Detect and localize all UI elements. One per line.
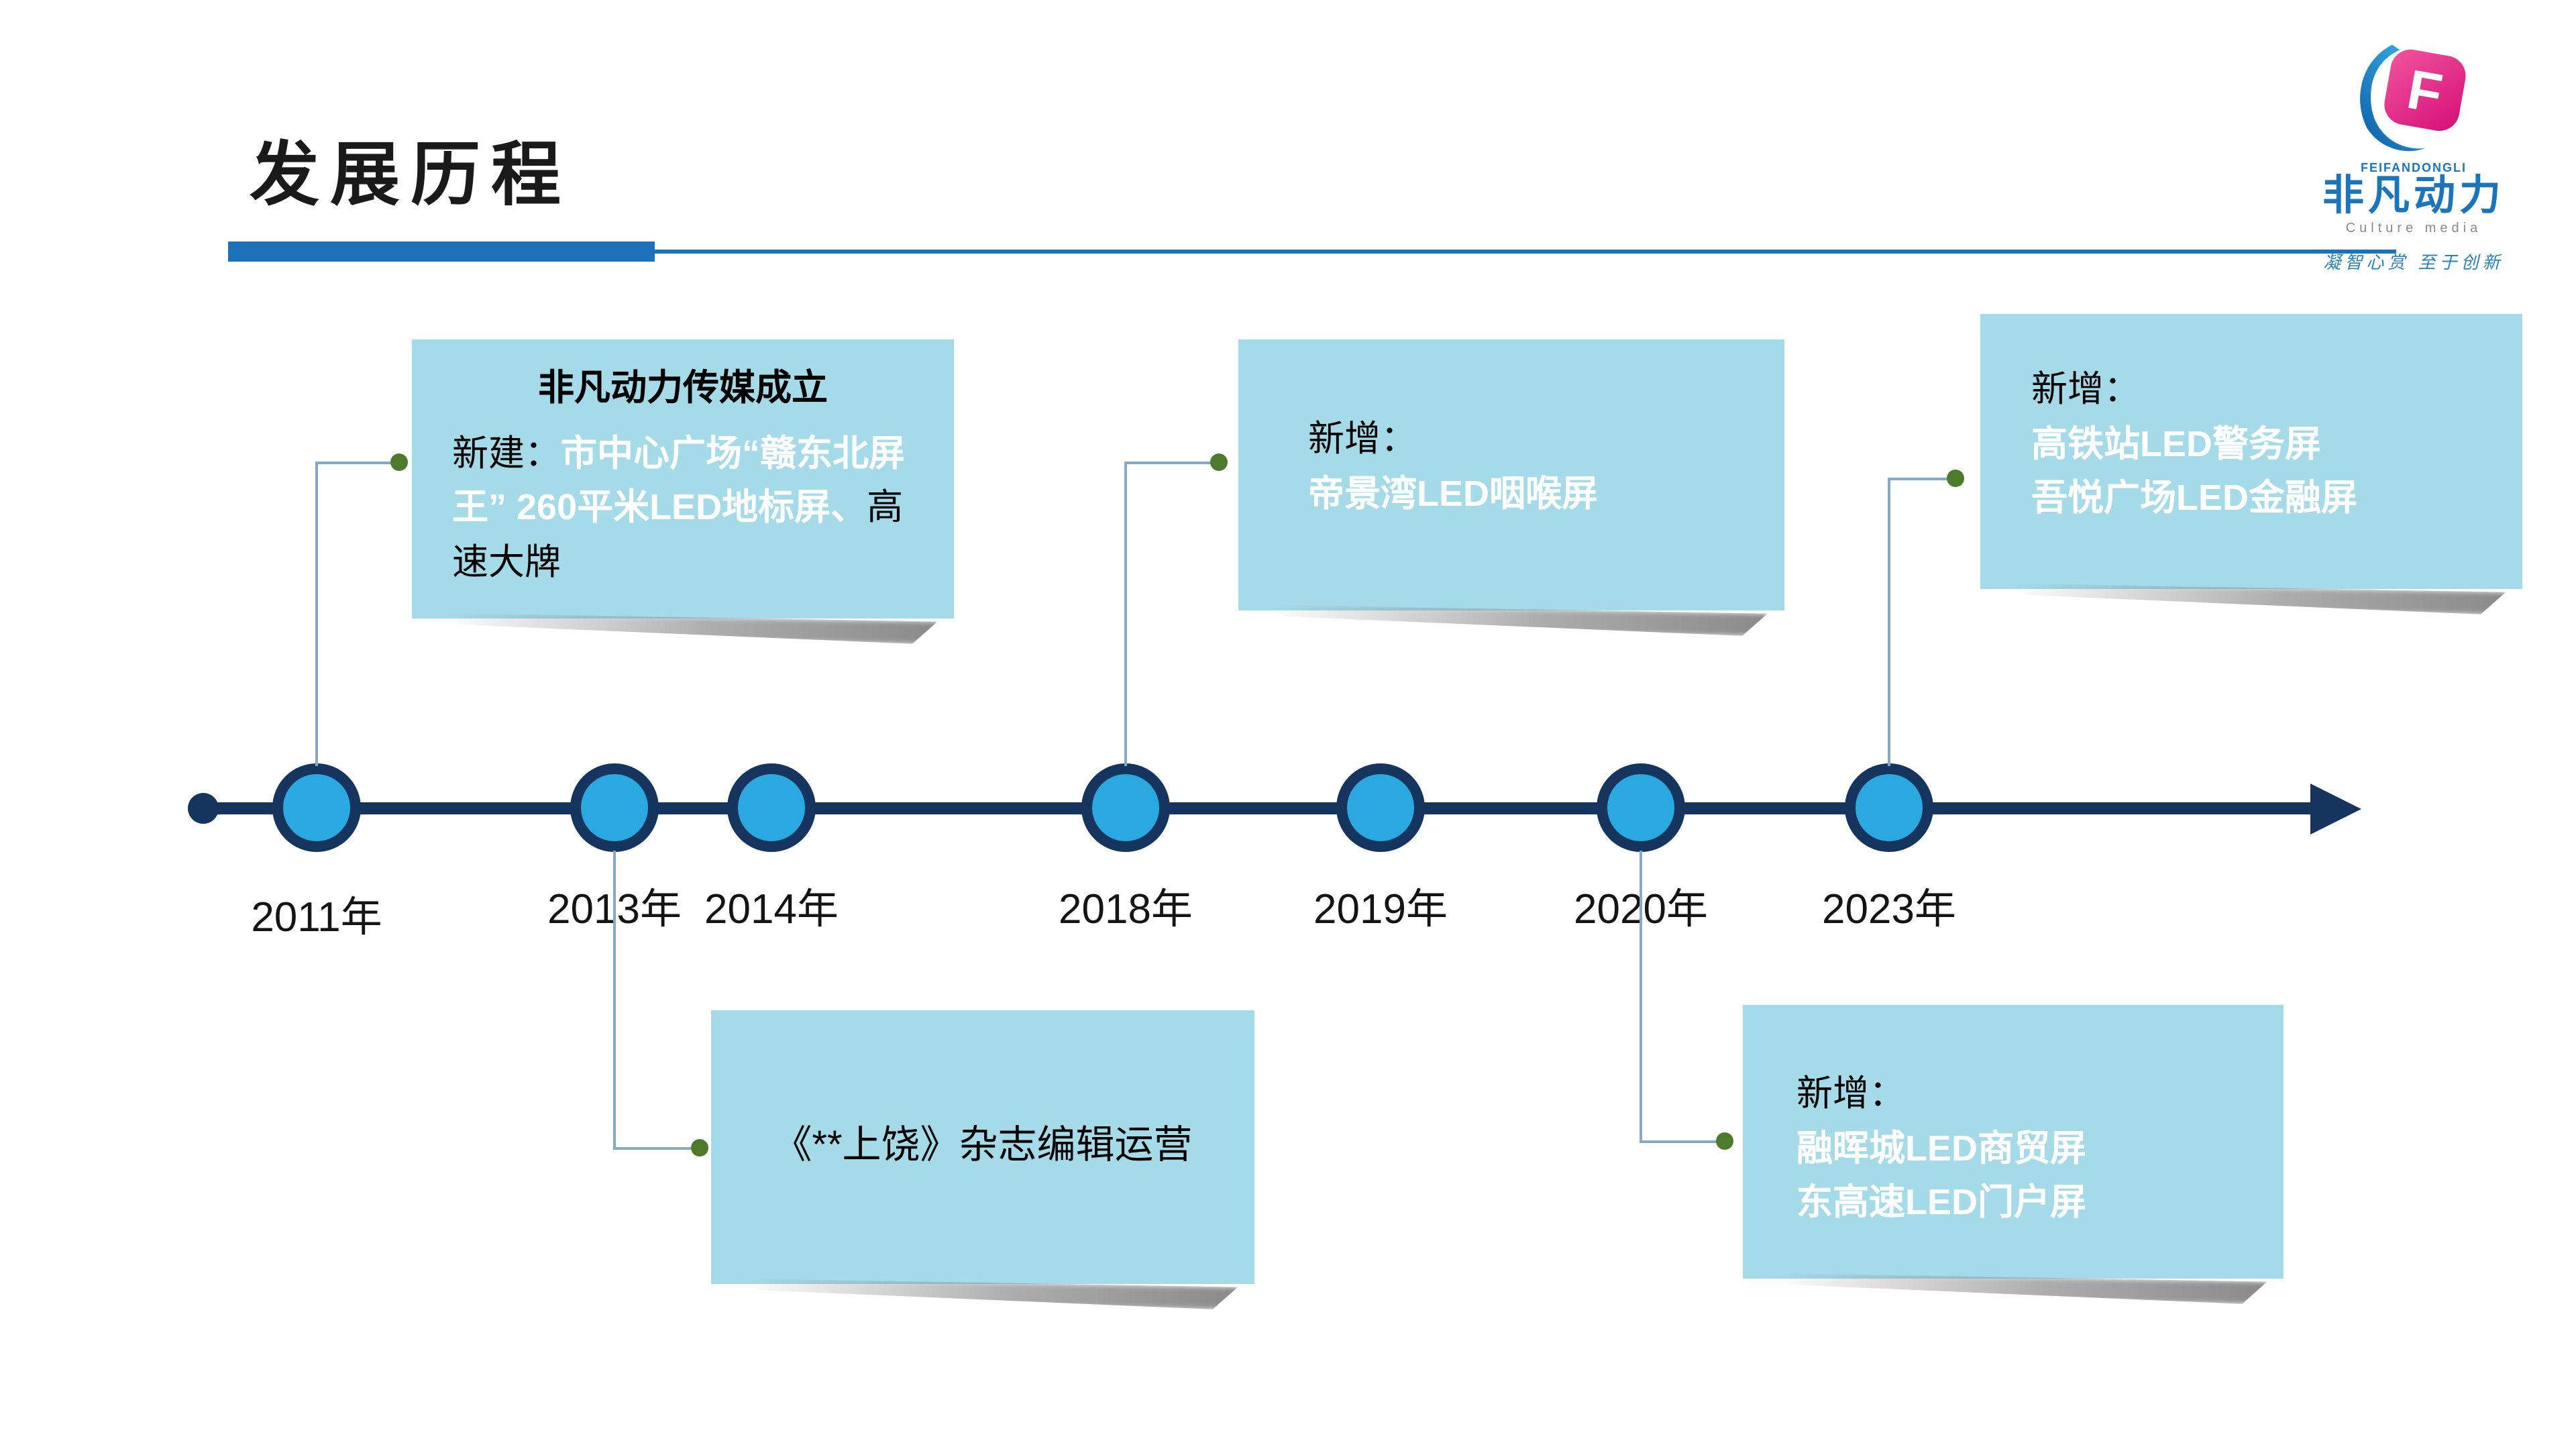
callout-2018-line1: 帝景湾LED咽喉屏 bbox=[1308, 473, 1598, 513]
connector-line bbox=[1124, 463, 1127, 766]
timeline-node-2020 bbox=[1597, 763, 1685, 852]
connector-line bbox=[1640, 1140, 1724, 1143]
year-label-2019: 2019年 bbox=[1313, 885, 1448, 932]
callout-2011-highlight: 市中心广场“赣东北屏王” 260平米LED地标屏、 bbox=[452, 433, 905, 527]
callout-2020: 新增： 融晖城LED商贸屏 东高速LED门户屏 bbox=[1743, 1005, 2284, 1279]
callout-2023: 新增： 高铁站LED警务屏 吾悦广场LED金融屏 bbox=[1980, 314, 2522, 589]
year-label-2014: 2014年 bbox=[704, 885, 839, 932]
brand-tagline: Culture media bbox=[2345, 221, 2482, 236]
callout-2018: 新增： 帝景湾LED咽喉屏 bbox=[1238, 339, 1784, 610]
callout-2013: 《**上饶》杂志编辑运营 bbox=[711, 1010, 1254, 1284]
timeline-node-2013 bbox=[570, 763, 659, 852]
connector-dot bbox=[390, 453, 408, 471]
callout-2023-line2: 吾悦广场LED金融屏 bbox=[2031, 478, 2357, 518]
connector-line bbox=[613, 1147, 699, 1150]
callout-2011-prefix: 新建： bbox=[452, 433, 561, 473]
timeline-node-2019 bbox=[1336, 763, 1425, 852]
brand-name-cn: 非凡动力 bbox=[2322, 172, 2505, 219]
timeline-node-2018 bbox=[1081, 763, 1170, 852]
connector-line bbox=[1888, 479, 1890, 766]
timeline-node-2023 bbox=[1845, 763, 1933, 852]
connector-line bbox=[315, 462, 398, 464]
callout-2020-line1: 融晖城LED商贸屏 bbox=[1796, 1128, 2086, 1168]
brand-name-en: FEIFANDONGLI bbox=[2361, 161, 2467, 174]
brand-slogan: 凝智心赏 至于创新 bbox=[2323, 252, 2504, 272]
timeline-node-2014 bbox=[727, 763, 816, 852]
connector-dot bbox=[1210, 453, 1228, 471]
year-label-2018: 2018年 bbox=[1059, 885, 1193, 932]
title-underline-rule bbox=[655, 250, 2396, 254]
connector-dot bbox=[1716, 1132, 1733, 1150]
callout-2011-suffix: 高速大牌 bbox=[452, 487, 904, 582]
callout-2023-line1: 高铁站LED警务屏 bbox=[2031, 423, 2321, 464]
brand-logo: F FEIFANDONGLI 非凡动力 Culture media 凝智心赏 至… bbox=[2300, 32, 2528, 273]
title-underline-accent bbox=[228, 241, 655, 262]
connector-dot bbox=[1947, 470, 1964, 487]
connector-line bbox=[1124, 462, 1218, 464]
callout-2011-body: 新建：市中心广场“赣东北屏王” 260平米LED地标屏、高速大牌 bbox=[452, 426, 914, 589]
year-label-2011: 2011年 bbox=[251, 894, 382, 941]
timeline-arrowhead-icon bbox=[2310, 784, 2361, 835]
callout-2018-prefix: 新增： bbox=[1308, 419, 1417, 459]
timeline-axis bbox=[204, 802, 2313, 814]
timeline-start-dot bbox=[188, 793, 219, 824]
callout-2020-line2: 东高速LED门户屏 bbox=[1796, 1182, 2086, 1222]
connector-line bbox=[315, 463, 318, 766]
page-title: 发展历程 bbox=[250, 137, 572, 215]
timeline-node-2011 bbox=[272, 763, 361, 852]
connector-line bbox=[1640, 851, 1642, 1143]
connector-line bbox=[613, 851, 616, 1150]
callout-2013-text: 《**上饶》杂志编辑运营 bbox=[773, 1124, 1193, 1168]
brand-logo-icon: F bbox=[2360, 44, 2466, 152]
year-label-2023: 2023年 bbox=[1822, 885, 1956, 932]
callout-2023-prefix: 新增： bbox=[2031, 369, 2140, 409]
callout-2011-title: 非凡动力传媒成立 bbox=[538, 368, 828, 408]
callout-2011: 非凡动力传媒成立 新建：市中心广场“赣东北屏王” 260平米LED地标屏、高速大… bbox=[412, 339, 954, 619]
callout-2020-prefix: 新增： bbox=[1796, 1073, 1905, 1114]
connector-line bbox=[1888, 478, 1955, 480]
connector-dot bbox=[691, 1139, 708, 1157]
